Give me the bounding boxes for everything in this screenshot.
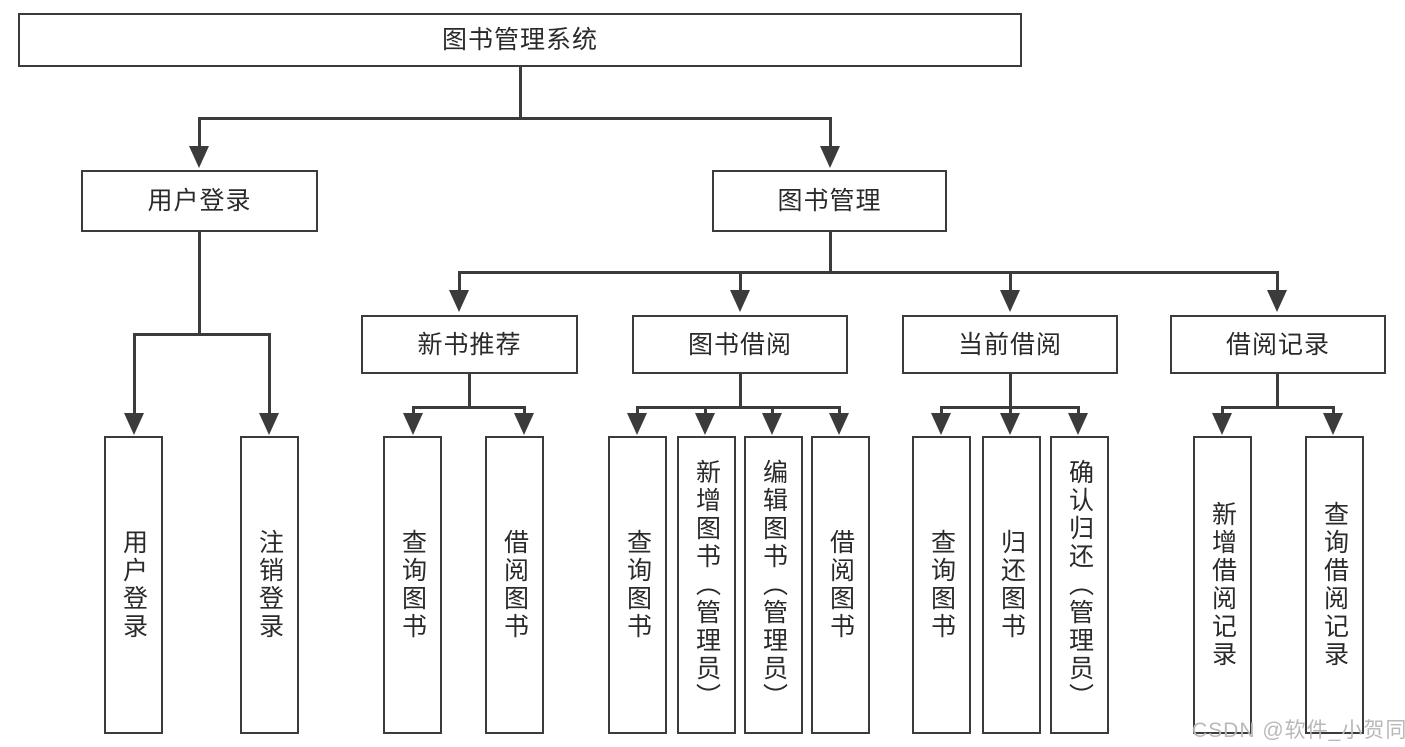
leaf-label: 查询图书 (927, 529, 956, 641)
connector-nbr-drop-1 (412, 406, 415, 414)
node-leaf-add-book[interactable]: 新增图书（管理员） (677, 436, 736, 734)
arrowhead-to-leaf-query-book-2 (627, 413, 647, 435)
arrowhead-to-book-borrow (730, 290, 750, 312)
arrowhead-to-new-book-recommend (449, 290, 469, 312)
node-leaf-add-borrow-record[interactable]: 新增借阅记录 (1193, 436, 1252, 734)
leaf-label: 新增图书（管理员） (692, 459, 721, 711)
arrowhead-to-leaf-query-book-1 (403, 413, 423, 435)
connector-level2-left-drop (198, 117, 201, 147)
connector-user-login-leaf1-drop (133, 333, 136, 414)
connector-br-bus (1221, 406, 1335, 409)
arrowhead-to-leaf-add-record (1212, 413, 1232, 435)
leaf-label: 查询图书 (398, 529, 427, 641)
connector-bb-drop-4 (838, 406, 841, 414)
connector-level3-drop-3 (1009, 271, 1012, 291)
connector-level3-drop-4 (1276, 271, 1279, 291)
node-leaf-query-book-current[interactable]: 查询图书 (912, 436, 971, 734)
leaf-label: 查询借阅记录 (1320, 501, 1349, 669)
connector-bb-bus (636, 406, 840, 409)
node-leaf-edit-book[interactable]: 编辑图书（管理员） (744, 436, 803, 734)
arrowhead-to-leaf-borrow-book-1 (514, 413, 534, 435)
arrowhead-to-leaf-return-book (1000, 413, 1020, 435)
leaf-label: 编辑图书（管理员） (759, 459, 788, 711)
connector-nbr-drop-2 (523, 406, 526, 414)
connector-nbr-stem (468, 374, 471, 407)
leaf-label: 借阅图书 (826, 529, 855, 641)
node-leaf-borrow-book-recommend[interactable]: 借阅图书 (485, 436, 544, 734)
node-leaf-query-book-borrow[interactable]: 查询图书 (608, 436, 667, 734)
leaf-label: 注销登录 (255, 529, 284, 641)
connector-root-stem (519, 67, 522, 118)
node-leaf-confirm-return[interactable]: 确认归还（管理员） (1050, 436, 1109, 734)
connector-level3-drop-1 (458, 271, 461, 291)
connector-br-stem (1276, 374, 1279, 407)
arrowhead-to-book-management (820, 146, 840, 168)
node-leaf-query-book-recommend[interactable]: 查询图书 (383, 436, 442, 734)
connector-level3-drop-2 (739, 271, 742, 291)
connector-br-drop-1 (1221, 406, 1224, 414)
connector-cb-drop-2 (1009, 406, 1012, 414)
leaf-label: 确认归还（管理员） (1065, 459, 1094, 711)
node-borrow-record[interactable]: 借阅记录 (1170, 315, 1386, 374)
arrowhead-to-current-borrow (1000, 290, 1020, 312)
connector-br-drop-2 (1332, 406, 1335, 414)
connector-user-login-leaf2-drop (268, 333, 271, 414)
node-user-login[interactable]: 用户登录 (81, 170, 318, 232)
arrowhead-to-borrow-record (1267, 290, 1287, 312)
leaf-label: 借阅图书 (500, 529, 529, 641)
arrowhead-to-user-login (189, 146, 209, 168)
connector-level2-right-drop (829, 117, 832, 147)
node-current-borrow[interactable]: 当前借阅 (902, 315, 1118, 374)
node-new-book-recommend[interactable]: 新书推荐 (361, 315, 578, 374)
node-leaf-borrow-book-borrow[interactable]: 借阅图书 (811, 436, 870, 734)
connector-bb-stem (739, 374, 742, 407)
node-leaf-query-borrow-record[interactable]: 查询借阅记录 (1305, 436, 1364, 734)
arrowhead-to-leaf-add-book (695, 413, 715, 435)
csdn-watermark: CSDN @软件_小贺同学 (1192, 719, 1405, 742)
node-leaf-user-login[interactable]: 用户登录 (104, 436, 163, 734)
leaf-label: 归还图书 (997, 529, 1026, 641)
connector-book-management-stem (829, 232, 832, 272)
node-book-management[interactable]: 图书管理 (712, 170, 947, 232)
node-book-borrow[interactable]: 图书借阅 (632, 315, 848, 374)
leaf-label: 查询图书 (623, 529, 652, 641)
connector-user-login-stem (198, 232, 201, 334)
connector-cb-drop-1 (940, 406, 943, 414)
arrowhead-to-leaf-query-record (1323, 413, 1343, 435)
arrowhead-to-leaf-borrow-book-2 (829, 413, 849, 435)
connector-bb-drop-1 (636, 406, 639, 414)
connector-nbr-bus (412, 406, 526, 409)
connector-bb-drop-3 (771, 406, 774, 414)
arrowhead-to-leaf-logout-login (259, 413, 279, 435)
leaf-label: 新增借阅记录 (1208, 501, 1237, 669)
arrowhead-to-leaf-confirm-return (1068, 413, 1088, 435)
node-leaf-return-book[interactable]: 归还图书 (982, 436, 1041, 734)
arrowhead-to-leaf-edit-book (762, 413, 782, 435)
node-leaf-logout-login[interactable]: 注销登录 (240, 436, 299, 734)
connector-user-login-bus (133, 333, 271, 336)
leaf-label: 用户登录 (119, 529, 148, 641)
connector-level3-bus (458, 271, 1278, 274)
arrowhead-to-leaf-query-book-3 (931, 413, 951, 435)
connector-cb-stem (1009, 374, 1012, 407)
connector-bb-drop-2 (704, 406, 707, 414)
arrowhead-to-leaf-user-login (124, 413, 144, 435)
connector-level2-bus (198, 117, 831, 120)
connector-cb-drop-3 (1077, 406, 1080, 414)
node-root-system[interactable]: 图书管理系统 (18, 13, 1022, 67)
